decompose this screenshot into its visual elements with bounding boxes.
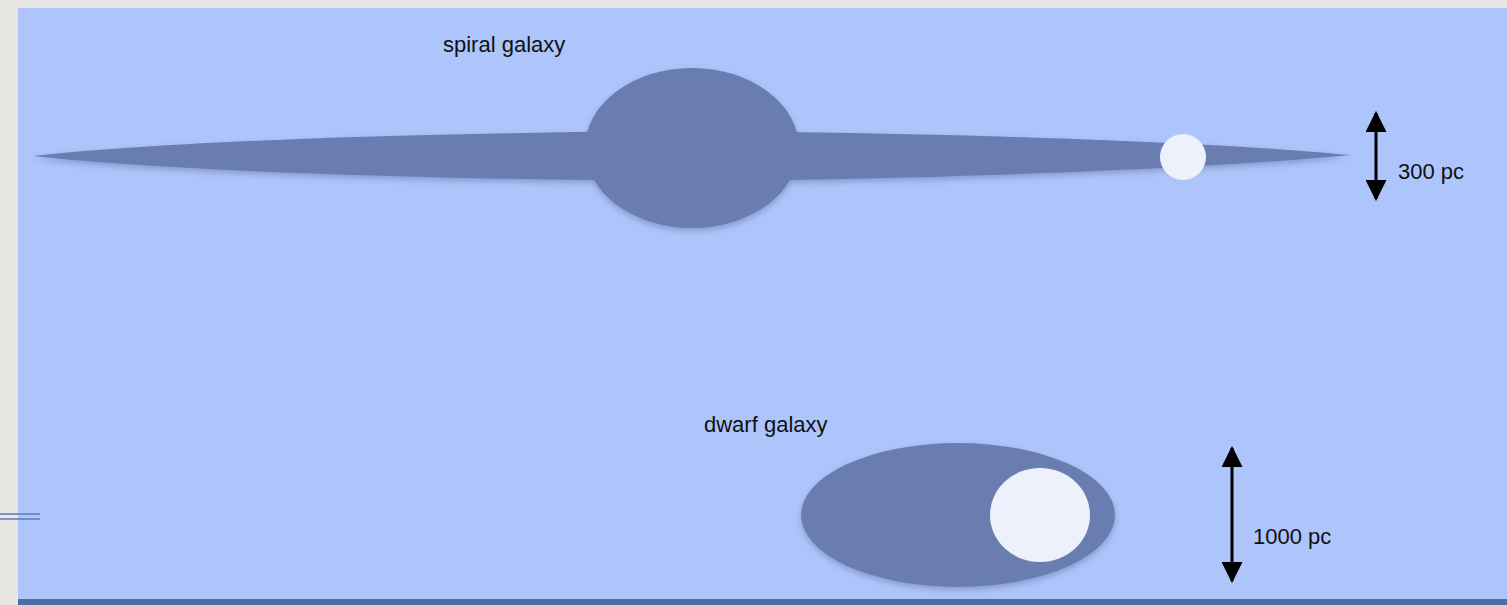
galaxy-label: spiral galaxy <box>443 32 565 58</box>
dimension-label: 1000 pc <box>1253 524 1331 550</box>
dimension-arrow <box>1375 113 1378 199</box>
sample-region-marker <box>990 468 1090 562</box>
sun-position-marker <box>1160 134 1206 180</box>
edge-mark <box>0 513 40 515</box>
galaxy-label: dwarf galaxy <box>704 412 828 438</box>
edge-mark <box>0 518 40 520</box>
panel-ground <box>18 8 1507 602</box>
dwarf-galaxy-shape <box>801 443 1115 587</box>
panel-bottom-bar <box>18 599 1507 605</box>
dimension-arrow <box>1231 448 1234 581</box>
spiral-galaxy-shape <box>33 68 1350 228</box>
dimension-label: 300 pc <box>1398 159 1464 185</box>
